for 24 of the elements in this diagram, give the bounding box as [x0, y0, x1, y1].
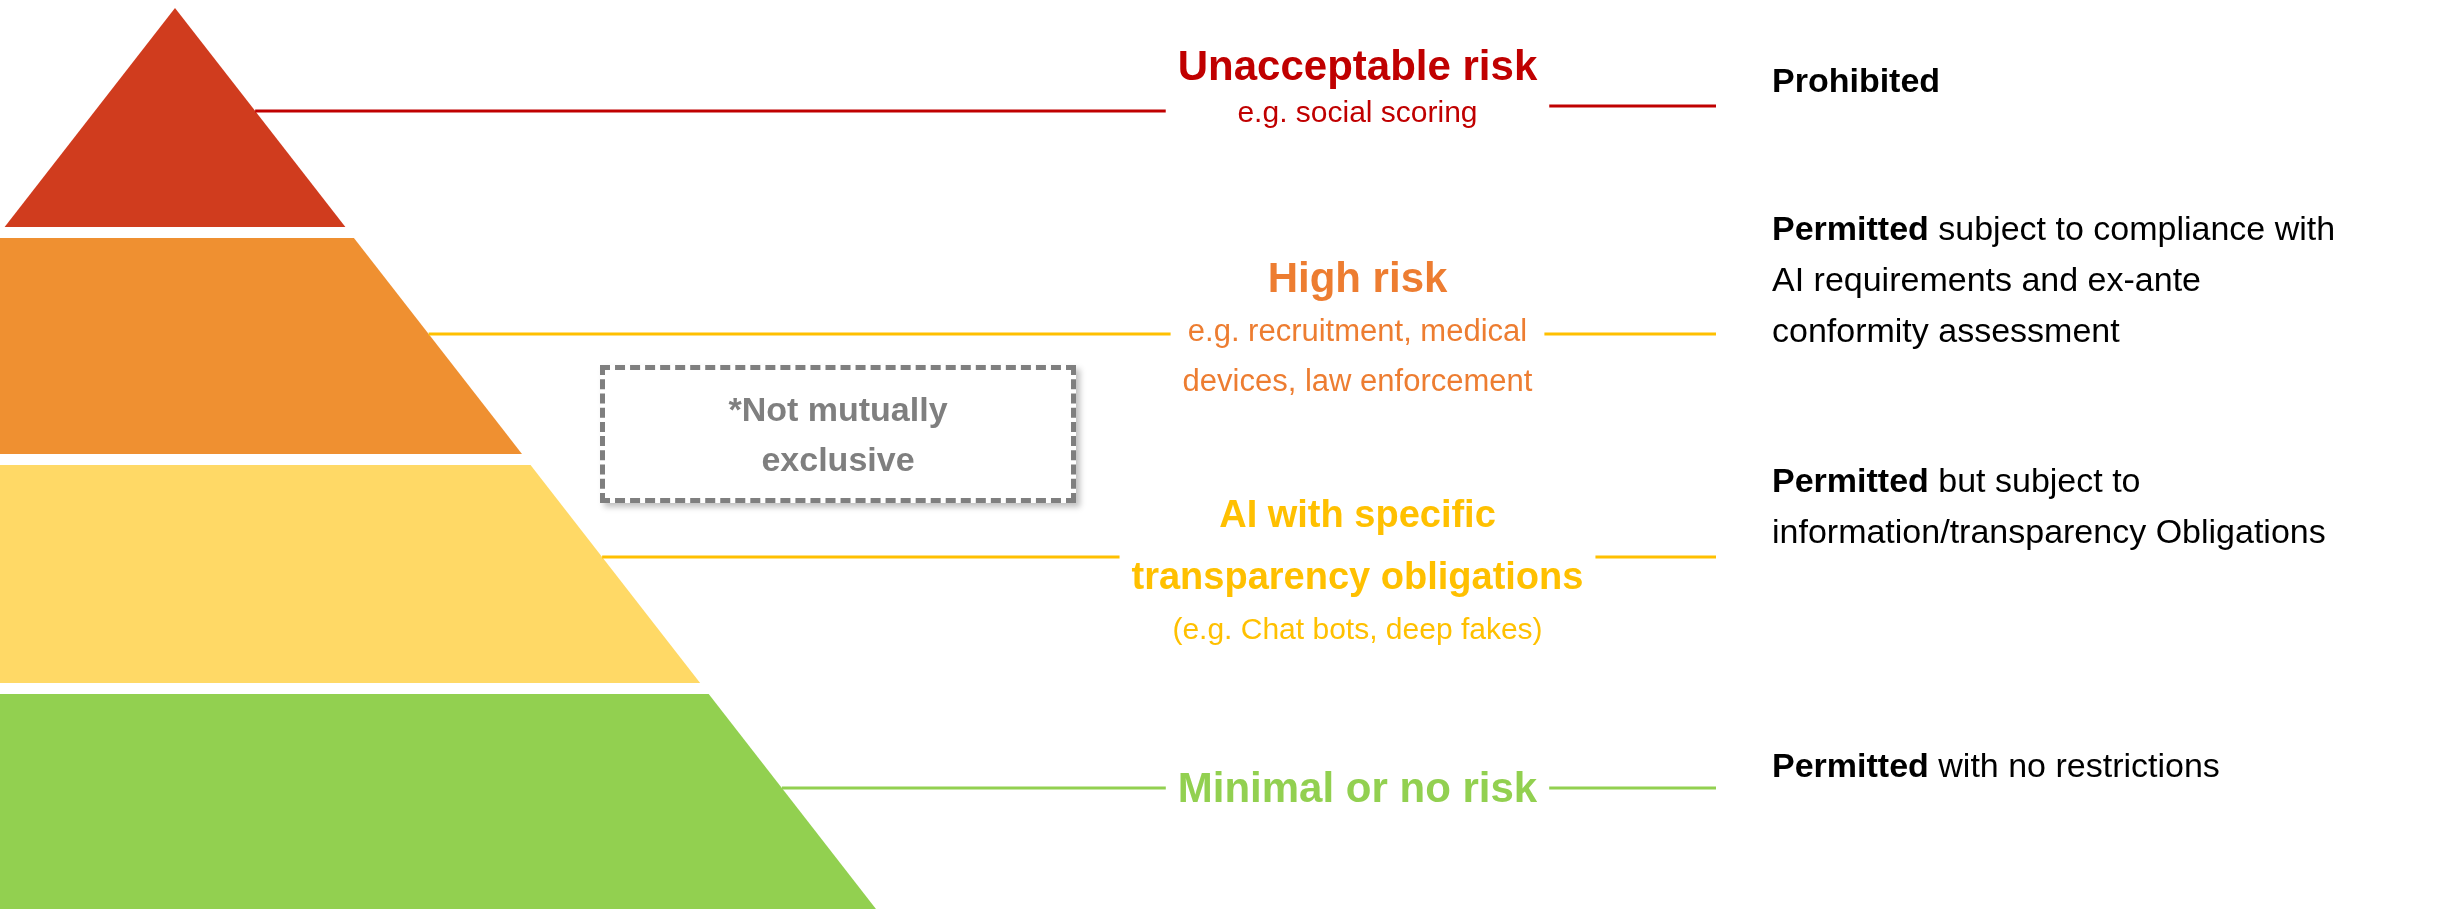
connector-line [1595, 555, 1716, 559]
tier-example: e.g. social scoring [1237, 94, 1478, 130]
pyramid-tier [0, 465, 701, 683]
tier-heading: Unacceptable risk [1177, 41, 1538, 91]
connector-line [1549, 104, 1716, 108]
obligation-text: Prohibited [1716, 55, 2356, 106]
pyramid-top-tier [4, 8, 346, 227]
tier-heading: Minimal or no risk [1177, 763, 1538, 813]
connector-line [1549, 786, 1716, 790]
obligation-text: Permitted subject to compliance with AI requirements and ex-ante conformity assessment [1716, 203, 2356, 356]
tier-heading: High risk [1267, 253, 1448, 303]
connector-line [781, 786, 1166, 790]
connector-line [602, 555, 1120, 559]
note-box: *Not mutually exclusive [600, 365, 1076, 503]
tier-example: e.g. recruitment, medical devices, law enforcement [1181, 312, 1534, 400]
connector-line [1544, 332, 1716, 336]
pyramid-tier [0, 694, 876, 909]
obligation-text: Permitted but subject to information/transparency Obligations [1716, 455, 2356, 557]
tier-example: (e.g. Chat bots, deep fakes) [1172, 611, 1543, 647]
tier-heading: AI with specific transparency obligations [1130, 492, 1585, 599]
obligation-text: Permitted with no restrictions [1716, 740, 2356, 791]
pyramid-tier [0, 238, 522, 454]
connector-line [255, 109, 1166, 113]
connector-line [428, 332, 1171, 336]
